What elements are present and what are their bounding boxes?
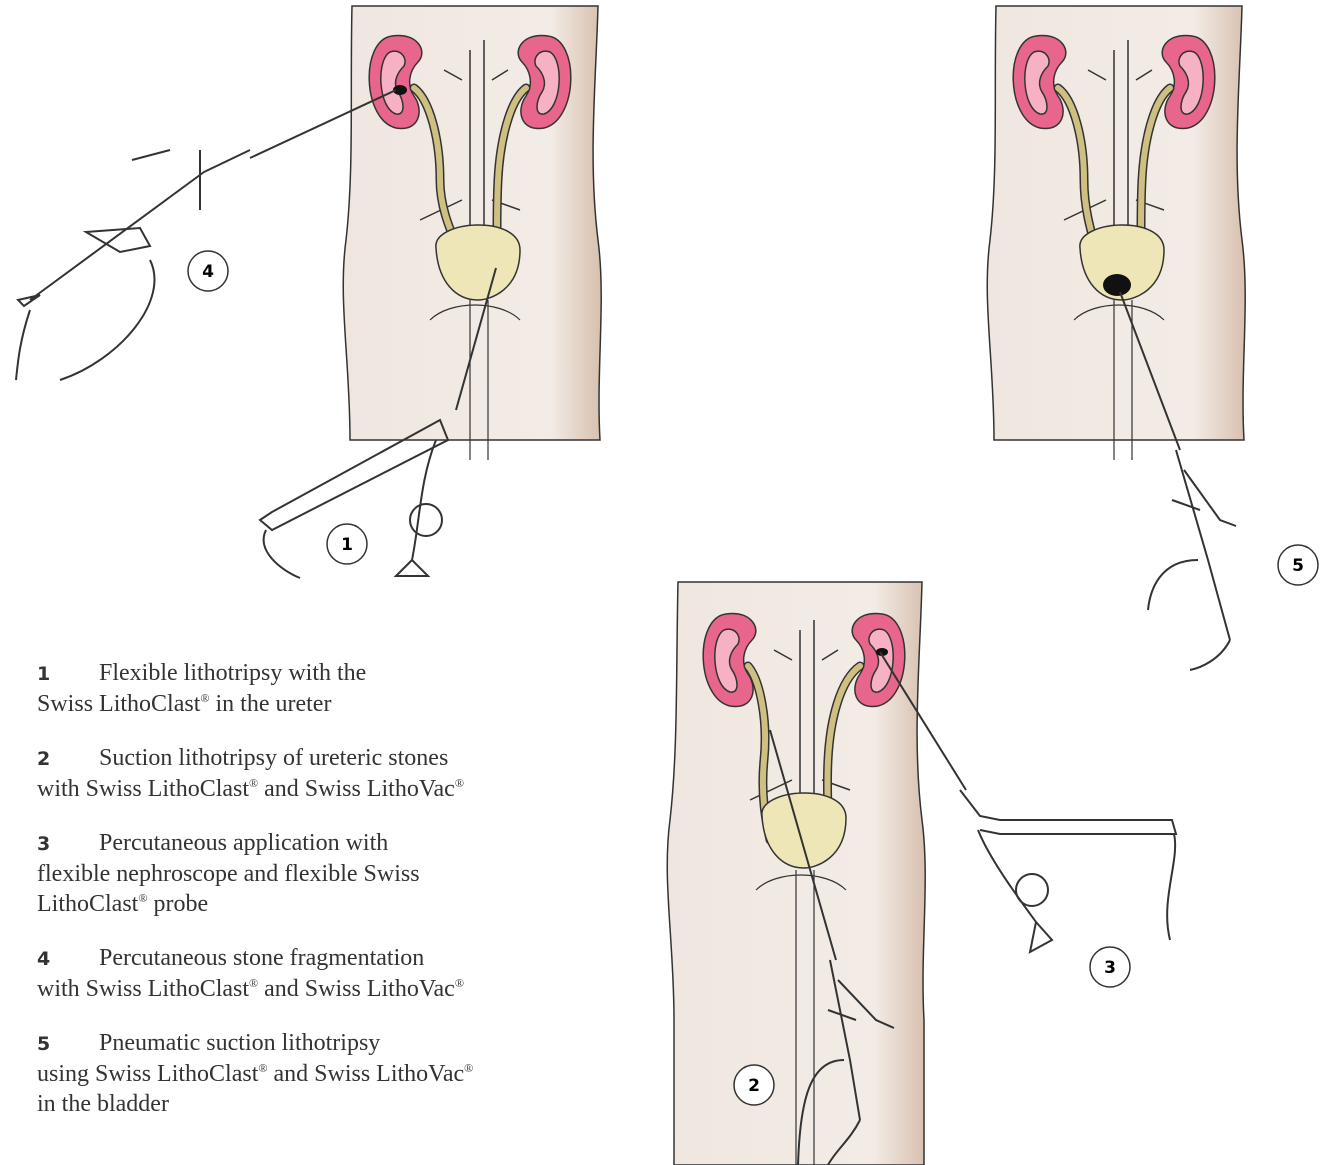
legend-number: 2 [37, 744, 99, 774]
callout-5: 5 [1278, 545, 1318, 585]
bladder-stone [1103, 274, 1131, 296]
legend-text: in the ureter [209, 691, 331, 717]
legend-text: Pneumatic suction lithotripsy [99, 1030, 380, 1056]
legend-text: Swiss LithoClast [37, 691, 200, 717]
registered-mark: ® [455, 976, 464, 990]
svg-text:5: 5 [1292, 556, 1304, 576]
legend-number: 5 [37, 1029, 99, 1059]
registered-mark: ® [249, 776, 258, 790]
percutaneous-instrument [16, 90, 396, 380]
legend-number: 3 [37, 829, 99, 859]
legend-text: probe [147, 891, 208, 917]
callout-3: 3 [1090, 947, 1130, 987]
svg-text:2: 2 [748, 1076, 760, 1096]
legend-text: LithoClast [37, 891, 138, 917]
torso-illustration-bladder: 5 [980, 0, 1338, 680]
legend-text: flexible nephroscope and flexible Swiss [37, 861, 420, 887]
legend-text: Suction lithotripsy of ureteric stones [99, 745, 448, 771]
svg-text:4: 4 [202, 262, 214, 282]
svg-text:3: 3 [1104, 958, 1116, 978]
legend-text: Percutaneous stone fragmentation [99, 945, 424, 971]
registered-mark: ® [455, 776, 464, 790]
legend-text: and Swiss LithoVac [258, 776, 455, 802]
legend-text: and Swiss LithoVac [258, 976, 455, 1002]
torso-illustration-kidney: 2 3 [660, 580, 1200, 1165]
legend-text: using Swiss LithoClast [37, 1061, 258, 1087]
callout-2: 2 [734, 1065, 774, 1105]
legend-text: in the bladder [37, 1091, 169, 1117]
svg-text:1: 1 [341, 535, 353, 555]
torso-illustration-ureter: 4 1 [0, 0, 640, 580]
callout-4: 4 [188, 251, 228, 291]
legend-text: with Swiss LithoClast [37, 976, 249, 1002]
legend-text: with Swiss LithoClast [37, 776, 249, 802]
legend-number: 1 [37, 659, 99, 689]
legend-text: Percutaneous application with [99, 830, 388, 856]
registered-mark: ® [464, 1061, 473, 1075]
legend-text: Flexible lithotripsy with the [99, 660, 366, 686]
callout-1: 1 [327, 524, 367, 564]
legend-number: 4 [37, 944, 99, 974]
registered-mark: ® [249, 976, 258, 990]
legend-text: and Swiss LithoVac [268, 1061, 465, 1087]
registered-mark: ® [258, 1061, 267, 1075]
